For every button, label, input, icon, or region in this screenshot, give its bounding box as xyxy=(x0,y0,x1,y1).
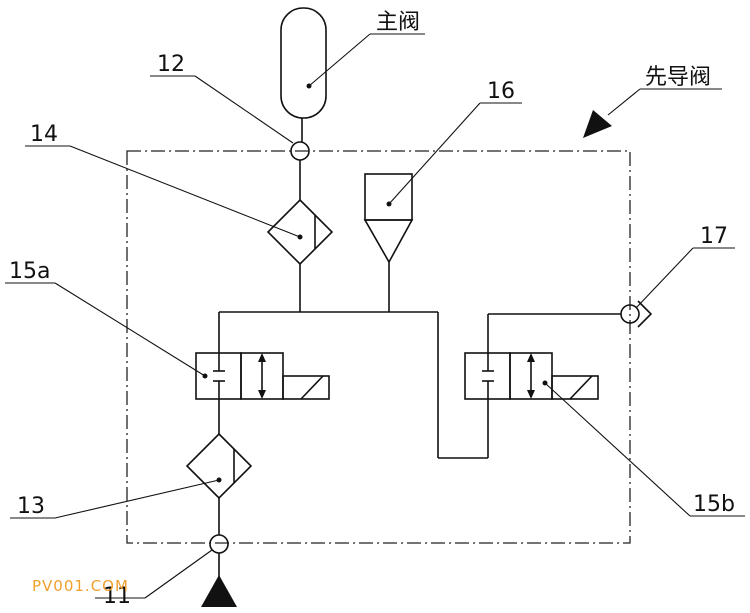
label-11-leader xyxy=(144,549,213,599)
component-16-cone xyxy=(363,219,414,264)
port-17-circle xyxy=(620,304,640,324)
component-16-box xyxy=(364,173,413,221)
port-17-chevron xyxy=(637,300,653,328)
valve-15b-arrow-up xyxy=(527,353,535,362)
label-14: 14 xyxy=(30,122,58,147)
watermark: PV001.COM xyxy=(32,577,129,595)
label-17-leader xyxy=(635,247,694,309)
solenoid-15a xyxy=(282,375,330,400)
label-15a-leader xyxy=(54,282,206,377)
pilot-valve-arrow xyxy=(583,110,612,138)
valve-15a-arrow-up xyxy=(258,353,266,362)
label-16-dot xyxy=(386,201,392,207)
label-12: 12 xyxy=(157,52,185,77)
label-11: 11 xyxy=(103,584,131,609)
filter-14 xyxy=(266,198,334,266)
label-15b-dot xyxy=(542,380,548,386)
label-14-leader xyxy=(69,145,301,238)
main-valve-leader-dot xyxy=(306,83,312,89)
supply-triangle xyxy=(201,575,237,607)
label-15b: 15b xyxy=(693,492,735,517)
filter-13 xyxy=(185,432,253,500)
label-17: 17 xyxy=(700,224,728,249)
pilot-valve-label: 先导阀 xyxy=(645,65,711,90)
label-13: 13 xyxy=(17,494,45,519)
solenoid-15b xyxy=(551,375,599,400)
label-14-dot xyxy=(297,234,303,240)
main-valve-leader xyxy=(308,33,371,87)
label-12-leader xyxy=(194,75,294,144)
label-16-leader xyxy=(388,102,481,205)
port-11-circle xyxy=(209,534,229,554)
main-valve-body xyxy=(280,7,327,119)
solenoid-15a-slash xyxy=(300,375,324,400)
pilot-valve-leader xyxy=(607,88,641,116)
valve-15a-arrow-down xyxy=(258,390,266,399)
label-13-leader xyxy=(54,479,220,519)
pilot-valve-boundary xyxy=(126,150,631,544)
label-15b-leader xyxy=(544,382,691,517)
label-16: 16 xyxy=(487,79,515,104)
label-13-dot xyxy=(216,477,222,483)
valve-15b-arrow-down xyxy=(527,390,535,399)
main-valve-label: 主阀 xyxy=(376,10,420,35)
solenoid-15b-slash xyxy=(569,375,593,400)
label-15a-dot xyxy=(202,373,208,379)
label-15a: 15a xyxy=(9,259,50,284)
